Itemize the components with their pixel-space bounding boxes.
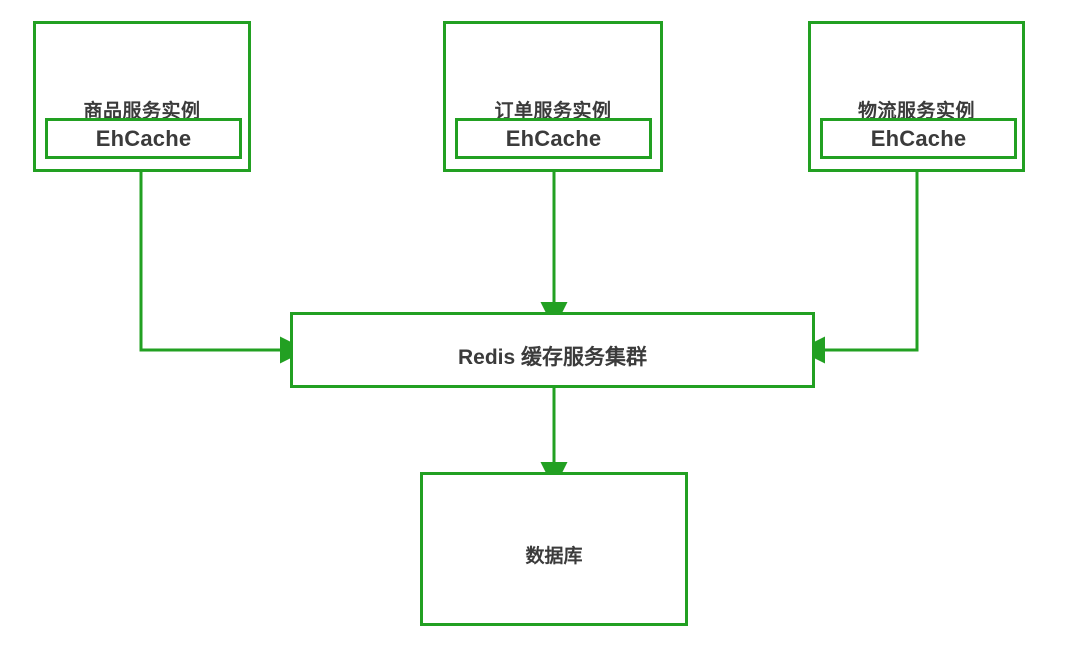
connector-product-to-redis [139,172,307,364]
node-order-service-title: 订单服务实例 [494,101,612,122]
node-product-service[interactable]: 商品服务实例 EhCache [33,21,251,172]
node-redis-cluster[interactable]: Redis 缓存服务集群 [290,312,815,388]
connector-logistics-to-redis [798,172,919,364]
node-logistics-service-title: 物流服务实例 [857,101,975,122]
node-logistics-service-cache-label: EhCache [870,125,967,151]
node-order-service-cache-label: EhCache [505,125,602,151]
node-logistics-service[interactable]: 物流服务实例 EhCache [808,21,1025,172]
node-product-service-cache[interactable]: EhCache [45,118,242,159]
node-database[interactable]: 数据库 [420,472,688,626]
node-product-service-title: 商品服务实例 [83,101,201,122]
node-order-service-cache[interactable]: EhCache [455,118,652,159]
node-logistics-service-cache[interactable]: EhCache [820,118,1017,159]
node-product-service-cache-label: EhCache [95,125,192,151]
node-redis-cluster-label: Redis 缓存服务集群 [457,346,648,369]
node-database-label: 数据库 [525,546,583,567]
node-order-service[interactable]: 订单服务实例 EhCache [443,21,663,172]
